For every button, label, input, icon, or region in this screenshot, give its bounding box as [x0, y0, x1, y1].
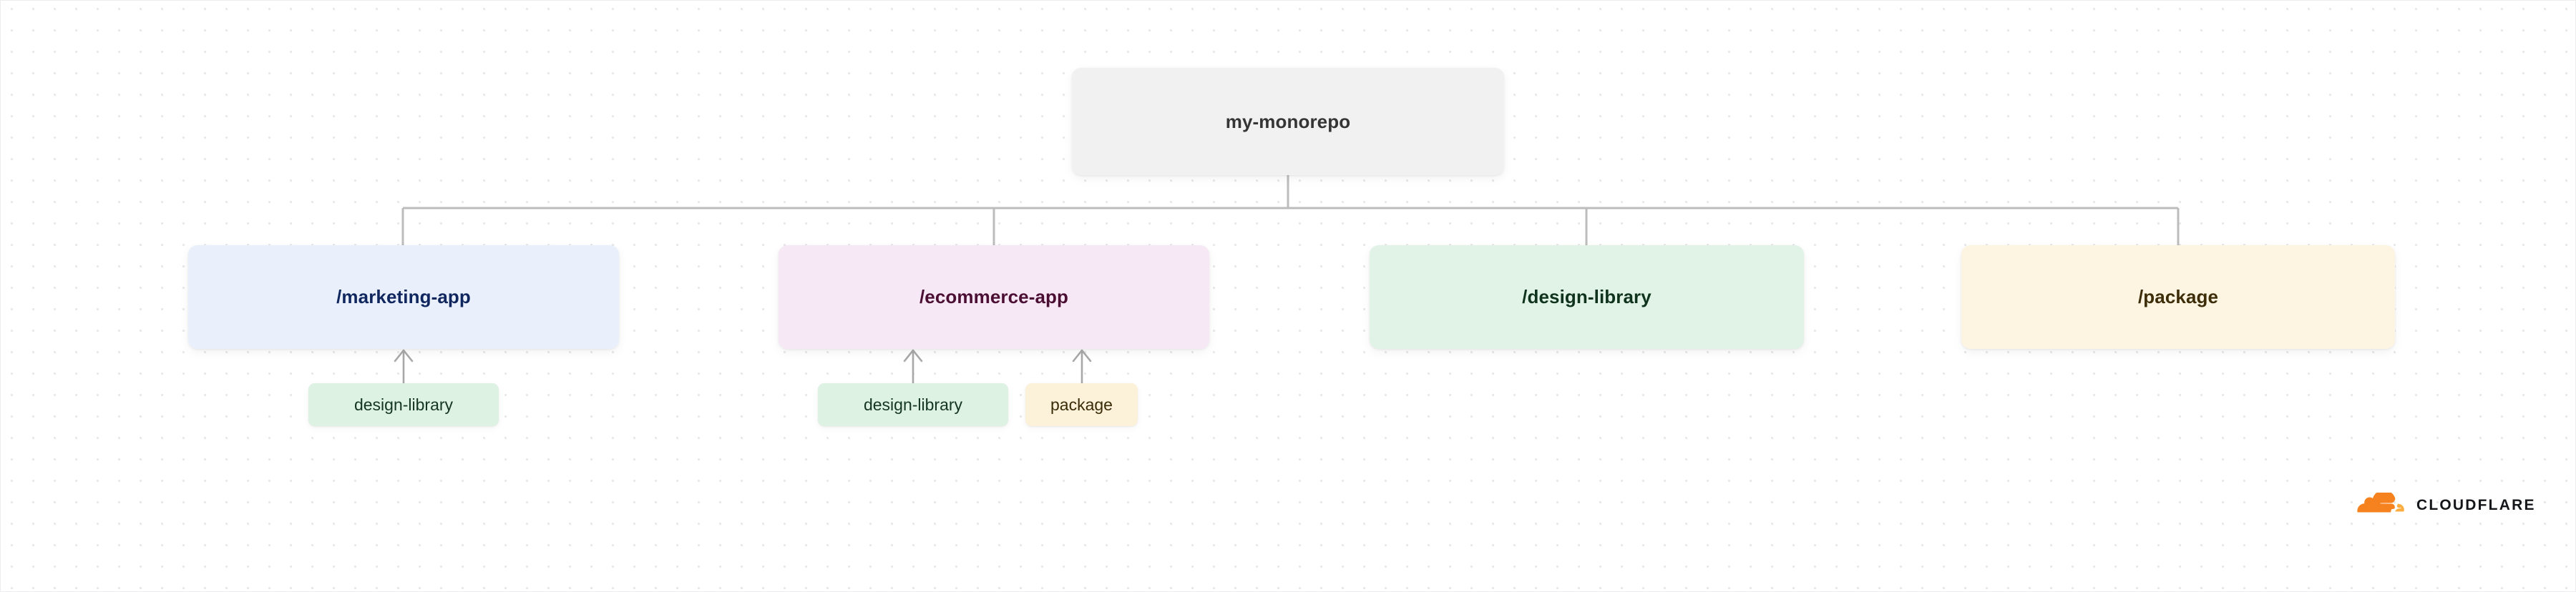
dependency-chip-ecommerce-design-library[interactable]: design-library — [818, 383, 1008, 426]
node-design-library[interactable]: /design-library — [1370, 245, 1804, 349]
node-label: /design-library — [1522, 286, 1652, 307]
node-marketing-app[interactable]: /marketing-app — [188, 245, 619, 349]
node-label: /marketing-app — [336, 286, 471, 307]
node-package[interactable]: /package — [1961, 245, 2395, 349]
arrowhead-ecommerce-design-library — [903, 349, 923, 362]
node-label: my-monorepo — [1225, 110, 1351, 132]
cloudflare-wordmark: CLOUDFLARE — [2416, 496, 2536, 513]
node-label: /package — [2137, 286, 2219, 307]
arrowhead-marketing-design-library — [394, 349, 414, 362]
node-my-monorepo[interactable]: my-monorepo — [1072, 68, 1504, 175]
cloudflare-logo: CLOUDFLARE — [2353, 493, 2536, 517]
node-ecommerce-app[interactable]: /ecommerce-app — [779, 245, 1209, 349]
dependency-chip-label: package — [1050, 395, 1113, 414]
dependency-chip-ecommerce-package[interactable]: package — [1025, 383, 1138, 426]
node-label: /ecommerce-app — [919, 286, 1069, 307]
dependency-chip-label: design-library — [353, 395, 454, 414]
arrowhead-ecommerce-package — [1072, 349, 1092, 362]
dependency-chip-label: design-library — [863, 395, 963, 414]
cloudflare-cloud-icon — [2357, 493, 2404, 513]
dependency-chip-marketing-design-library[interactable]: design-library — [308, 383, 499, 426]
